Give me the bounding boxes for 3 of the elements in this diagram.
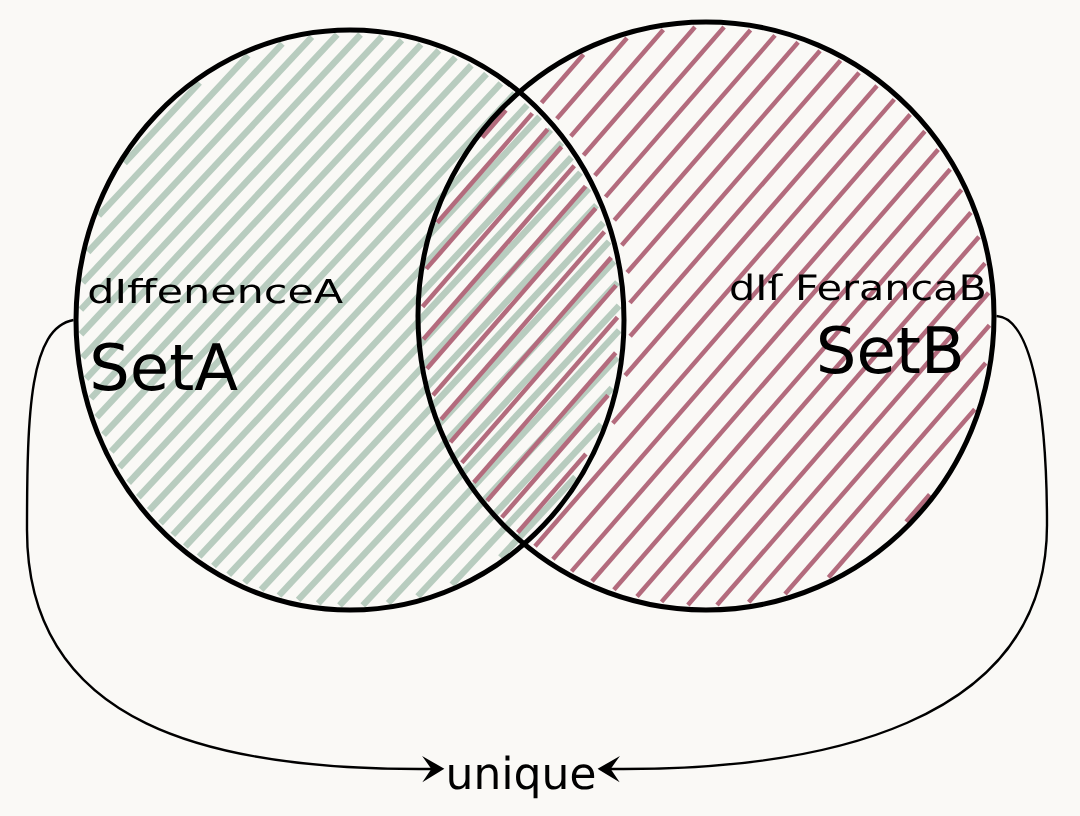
circle-label: dIffenenceA [89,277,343,304]
set-name: SetA [93,342,238,391]
target-label: unique [449,755,595,799]
